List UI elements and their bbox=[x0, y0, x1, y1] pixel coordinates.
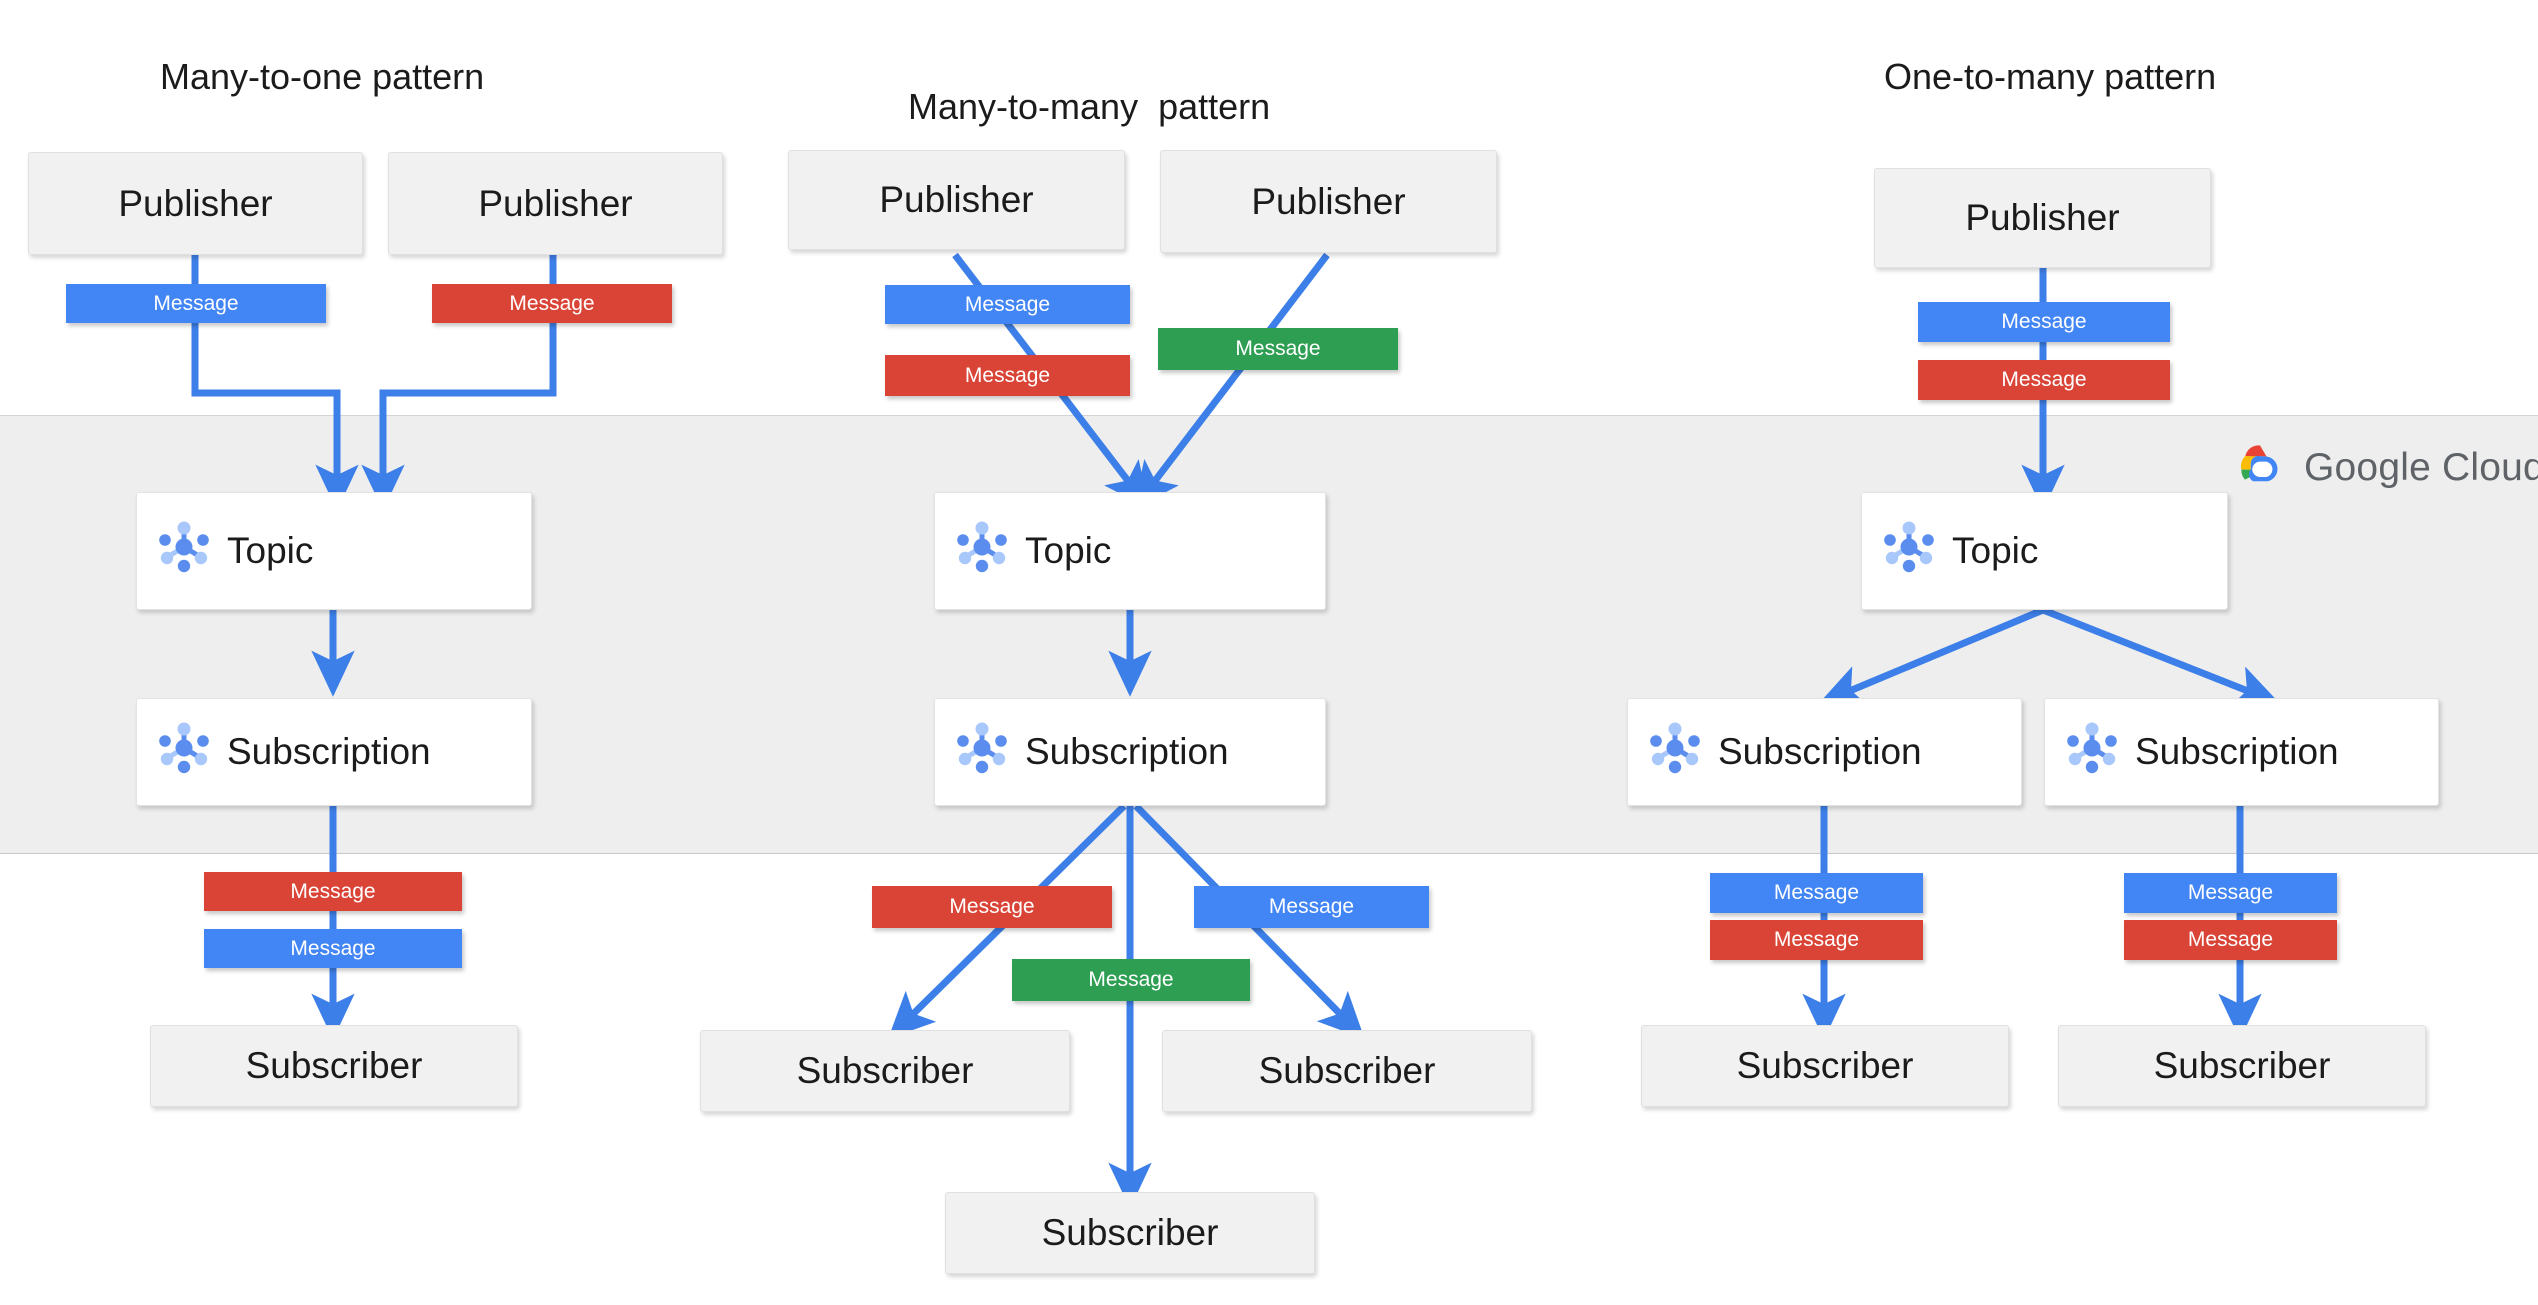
publisher-box[interactable]: Publisher bbox=[388, 152, 723, 255]
publisher-label: Publisher bbox=[879, 179, 1034, 220]
topic-label: Topic bbox=[1025, 530, 1112, 571]
message-chip-blue: Message bbox=[1194, 886, 1429, 928]
message-label: Message bbox=[153, 291, 239, 315]
publisher-box[interactable]: Publisher bbox=[28, 152, 363, 255]
message-label: Message bbox=[290, 879, 376, 903]
subscription-label: Subscription bbox=[2135, 731, 2339, 772]
publisher-box[interactable]: Publisher bbox=[1874, 168, 2211, 268]
message-chip-red: Message bbox=[1710, 920, 1923, 960]
message-chip-red: Message bbox=[1918, 360, 2170, 400]
topic-label: Topic bbox=[1952, 530, 2039, 571]
message-label: Message bbox=[964, 363, 1051, 387]
message-label: Message bbox=[2187, 928, 2274, 951]
column-title-many-to-one: Many-to-one pattern bbox=[160, 56, 485, 97]
subscriber-box[interactable]: Subscriber bbox=[150, 1025, 518, 1107]
message-label: Message bbox=[509, 291, 595, 315]
message-chip-blue: Message bbox=[2124, 873, 2337, 913]
subscriber-box[interactable]: Subscriber bbox=[1162, 1030, 1532, 1112]
subscriber-box[interactable]: Subscriber bbox=[945, 1192, 1315, 1274]
message-label: Message bbox=[1235, 337, 1321, 360]
message-chip-red: Message bbox=[885, 355, 1130, 396]
subscriber-box[interactable]: Subscriber bbox=[2058, 1025, 2426, 1107]
message-chip-blue: Message bbox=[885, 285, 1130, 324]
column-title-many-to-many: Many-to-many pattern bbox=[908, 86, 1271, 127]
subscription-label: Subscription bbox=[1025, 731, 1229, 772]
subscription-icon bbox=[953, 719, 1011, 786]
subscriber-box[interactable]: Subscriber bbox=[1641, 1025, 2009, 1107]
message-chip-red: Message bbox=[204, 872, 462, 911]
subscriber-label: Subscriber bbox=[2153, 1045, 2331, 1086]
topic-icon bbox=[155, 518, 213, 585]
message-label: Message bbox=[1773, 881, 1860, 904]
message-label: Message bbox=[290, 936, 376, 960]
subscriber-label: Subscriber bbox=[1041, 1212, 1219, 1253]
message-chip-green: Message bbox=[1012, 959, 1250, 1001]
message-label: Message bbox=[1268, 895, 1355, 918]
subscriber-label: Subscriber bbox=[1258, 1050, 1436, 1091]
topic-box[interactable]: Topic bbox=[934, 492, 1326, 610]
message-chip-green: Message bbox=[1158, 328, 1398, 370]
subscriber-label: Subscriber bbox=[245, 1045, 423, 1086]
message-chip-blue: Message bbox=[66, 284, 326, 323]
google-cloud-logo: Google Cloud bbox=[2236, 443, 2538, 492]
subscriber-label: Subscriber bbox=[796, 1050, 974, 1091]
publisher-label: Publisher bbox=[478, 182, 633, 224]
topic-icon bbox=[953, 518, 1011, 585]
publisher-box[interactable]: Publisher bbox=[788, 150, 1125, 250]
subscriber-box[interactable]: Subscriber bbox=[700, 1030, 1070, 1112]
message-label: Message bbox=[949, 895, 1035, 918]
subscriber-label: Subscriber bbox=[1736, 1045, 1914, 1086]
message-chip-blue: Message bbox=[204, 929, 462, 968]
subscription-icon bbox=[155, 719, 213, 786]
subscription-icon bbox=[2063, 719, 2121, 786]
message-chip-red: Message bbox=[872, 886, 1112, 928]
publisher-label: Publisher bbox=[1251, 180, 1406, 222]
publisher-label: Publisher bbox=[1965, 197, 2120, 238]
message-label: Message bbox=[964, 292, 1051, 316]
subscription-label: Subscription bbox=[1718, 731, 1922, 772]
column-title-one-to-many: One-to-many pattern bbox=[1884, 56, 2217, 97]
topic-box[interactable]: Topic bbox=[136, 492, 532, 610]
publisher-label: Publisher bbox=[118, 182, 273, 224]
message-label: Message bbox=[1773, 928, 1860, 951]
message-chip-blue: Message bbox=[1710, 873, 1923, 913]
message-label: Message bbox=[1088, 968, 1174, 991]
message-label: Message bbox=[2001, 368, 2087, 391]
topic-icon bbox=[1880, 518, 1938, 585]
message-label: Message bbox=[2187, 881, 2274, 904]
topic-box[interactable]: Topic bbox=[1861, 492, 2228, 610]
google-cloud-wordmark: Google Cloud bbox=[2304, 445, 2538, 489]
subscription-box[interactable]: Subscription bbox=[2044, 698, 2439, 806]
subscription-box[interactable]: Subscription bbox=[934, 698, 1326, 806]
subscription-label: Subscription bbox=[227, 731, 431, 772]
message-chip-red: Message bbox=[2124, 920, 2337, 960]
message-chip-blue: Message bbox=[1918, 302, 2170, 342]
subscription-box[interactable]: Subscription bbox=[136, 698, 532, 806]
google-cloud-logo-icon bbox=[2236, 443, 2288, 492]
topic-label: Topic bbox=[227, 530, 314, 571]
subscription-icon bbox=[1646, 719, 1704, 786]
message-chip-red: Message bbox=[432, 284, 672, 323]
publisher-box[interactable]: Publisher bbox=[1160, 150, 1497, 253]
message-label: Message bbox=[2001, 310, 2087, 333]
subscription-box[interactable]: Subscription bbox=[1627, 698, 2022, 806]
